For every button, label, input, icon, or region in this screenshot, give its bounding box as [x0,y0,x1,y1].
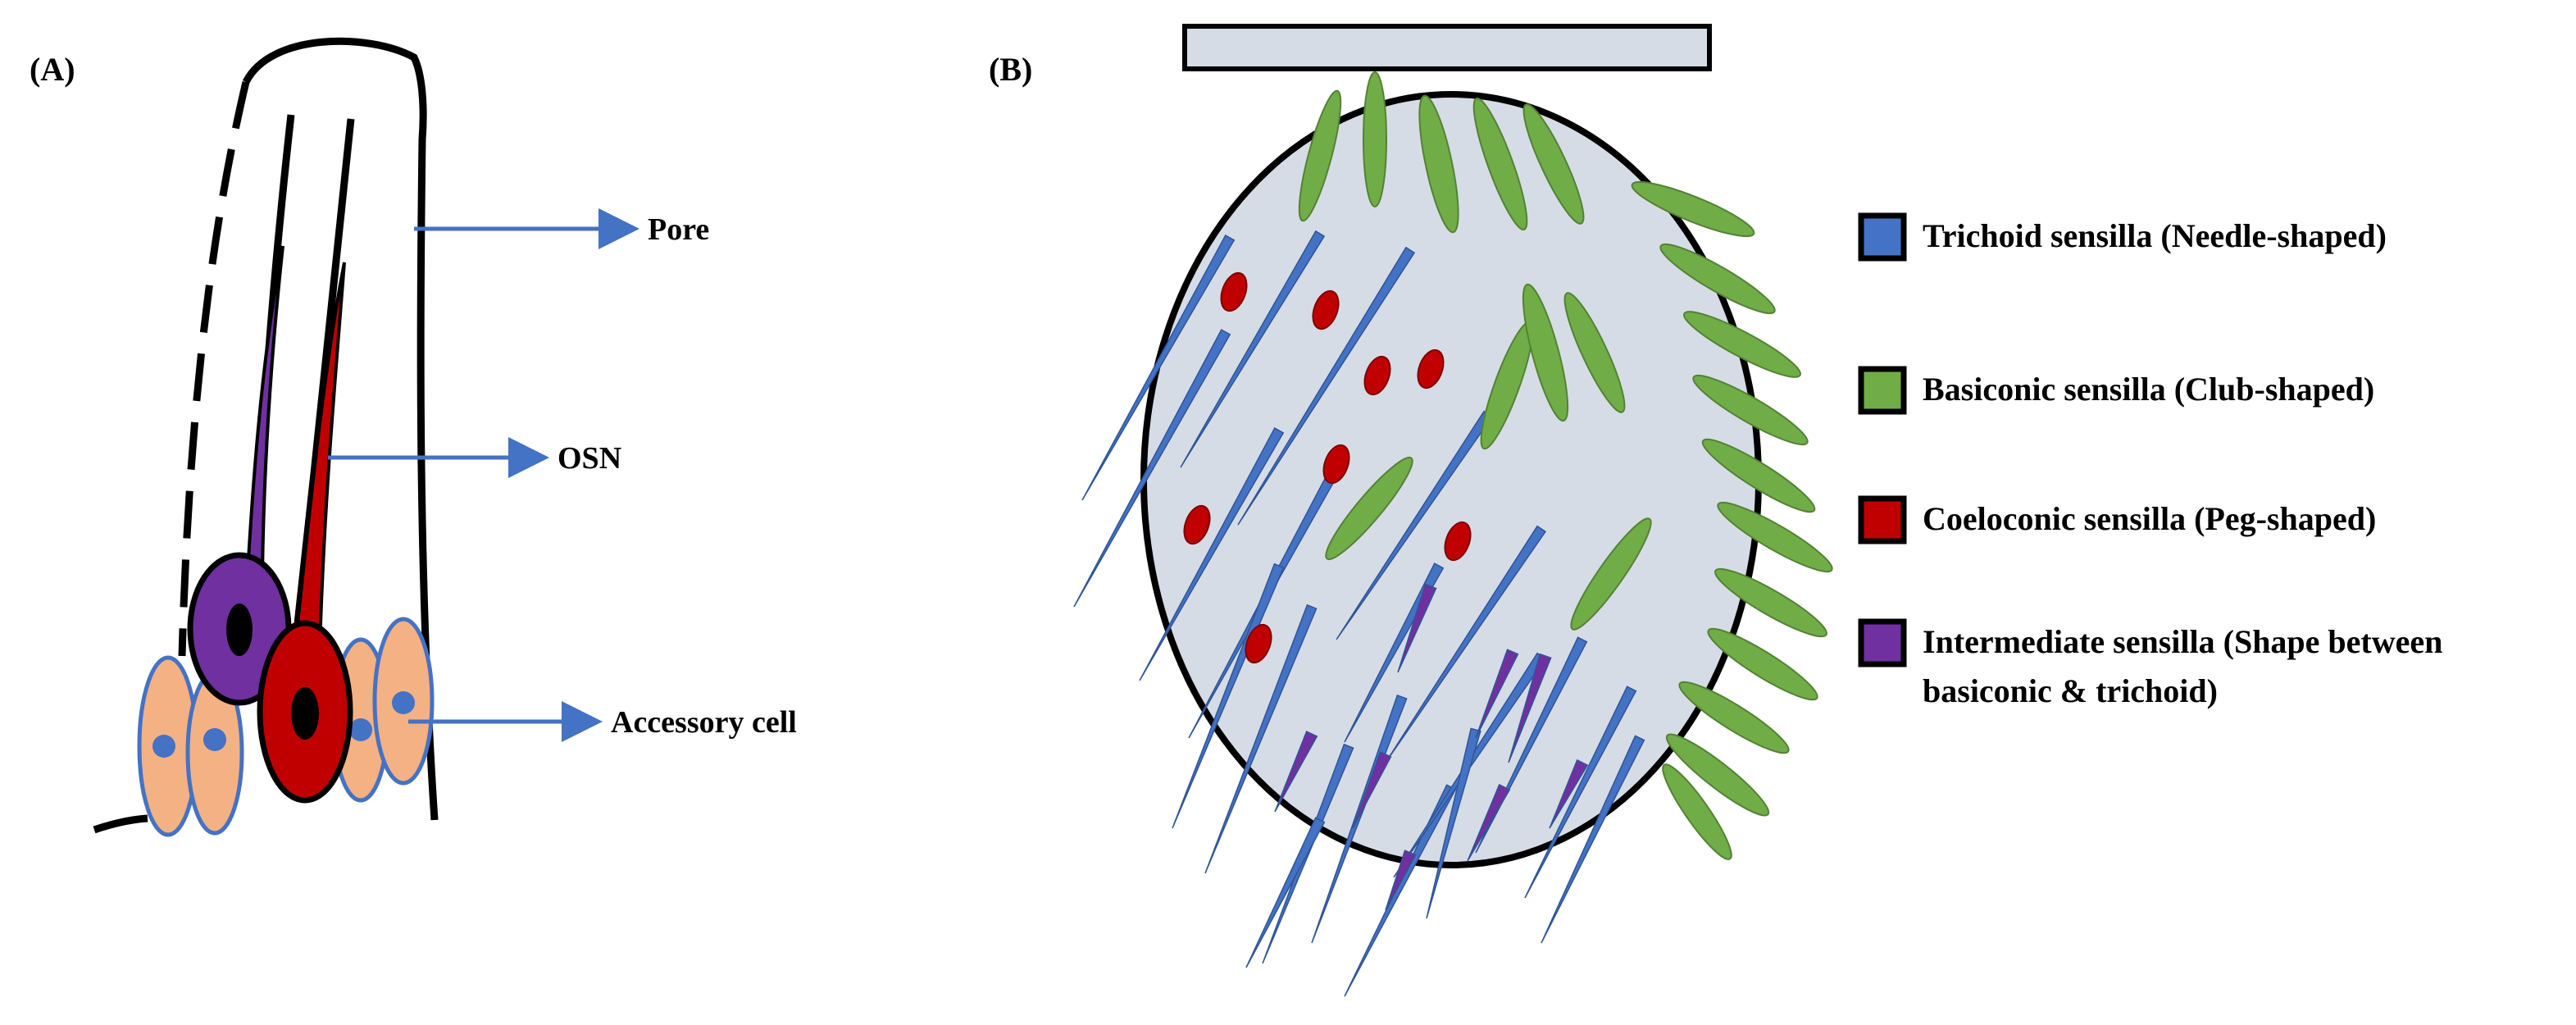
trichoid-sensillum [1385,525,1547,763]
accessory-label: Accessory cell [611,705,797,740]
legend-swatch [1858,618,1907,667]
legend-label: Intermediate sensilla (Shape between [1923,623,2442,660]
legend-label: Basiconic sensilla (Club-shaped) [1923,371,2374,408]
legend-label: Coeloconic sensilla (Peg-shaped) [1923,500,2376,537]
intermediate-sensillum [1549,758,1589,829]
trichoid-sensillum [1081,235,1236,501]
basiconic-sensillum [1522,103,1585,225]
intermediate-sensillum [1397,583,1437,673]
basiconic-sensillum [1662,763,1732,860]
basiconic-sensillum [1631,180,1755,238]
panel-a: (A) Pore OSN Accessory cell [30,37,797,837]
basiconic-sensillum [1692,374,1809,446]
legend-label: Trichoid sensilla (Needle-shaped) [1923,217,2387,254]
sensillum-wall-left-dashed [178,80,250,657]
accessory-nucleus [203,728,226,751]
red-neuron-nucleus [291,687,319,740]
basiconic-sensillum [1701,438,1816,513]
legend-swatch [1858,366,1907,415]
trichoid-sensillum [1524,686,1637,899]
trichoid-sensillum [1204,604,1318,874]
basiconic-sensillum [1707,627,1818,701]
basiconic-sensillum [1472,97,1528,231]
basiconic-sensillum [1678,681,1790,754]
accessory-nucleus [152,735,175,758]
trichoid-sensillum [1139,427,1285,681]
legend-label-line2: basiconic & trichoid) [1923,672,2218,709]
basiconic-sensillum [1563,292,1626,413]
trichoid-sensillum [1180,230,1326,468]
sensillum-wall-outer [242,37,439,821]
basiconic-sensillum [1717,501,1833,573]
pore-label: Pore [648,212,709,247]
basiconic-sensillum [1659,243,1776,315]
trichoid-sensillum [1541,735,1645,944]
legend-item: Basiconic sensilla (Club-shaped) [1858,366,2374,415]
coeloconic-sensillum [1444,521,1472,562]
coeloconic-sensillum [1183,504,1211,545]
legend-swatch [1858,212,1907,262]
purple-dendrite [245,245,284,576]
basiconic-sensillum [1665,733,1770,817]
antenna-top-bar [1182,24,1712,71]
panel-a-label: (A) [30,51,75,88]
legend-item: Intermediate sensilla (Shape between basi… [1858,618,2442,709]
accessory-nucleus [392,691,415,714]
coeloconic-sensillum [1245,623,1272,664]
panel-b-label: (B) [989,51,1032,88]
sensillum-base-left [93,814,148,834]
red-dendrite [293,262,346,649]
intermediate-sensillum [1475,649,1519,739]
trichoid-sensillum [1073,329,1231,608]
intermediate-sensillum [1385,850,1417,911]
basiconic-sensillum [1683,311,1801,378]
osn-label: OSN [558,441,621,476]
legend-item: Trichoid sensilla (Needle-shaped) [1858,212,2387,262]
intermediate-sensillum [1352,751,1392,829]
purple-neuron-nucleus [226,604,253,656]
basiconic-sensillum [1325,456,1413,561]
sensilla-layer [1073,71,1833,997]
coeloconic-sensillum [1220,271,1248,312]
trichoid-sensillum [1426,727,1481,919]
basiconic-sensillum [1418,94,1459,234]
legend-swatch [1858,495,1907,544]
panel-b: (B) Trichoid sensilla (Needle-shaped) Bas… [989,24,2442,997]
trichoid-sensillum [1237,246,1416,526]
coeloconic-sensillum [1363,355,1391,396]
accessory-nucleus [349,718,372,741]
intermediate-sensillum [1274,730,1318,813]
coeloconic-sensillum [1417,348,1445,390]
trichoid-sensillum [1245,817,1326,968]
basiconic-sensillum [1522,283,1569,422]
basiconic-sensillum [1570,517,1652,631]
coeloconic-sensillum [1312,289,1340,330]
basiconic-sensillum [1714,567,1827,638]
basiconic-sensillum [1298,89,1342,222]
basiconic-sensillum [1363,71,1387,207]
legend-item: Coeloconic sensilla (Peg-shaped) [1858,495,2376,544]
intermediate-sensillum [1508,653,1552,763]
coeloconic-sensillum [1322,444,1350,485]
intermediate-sensillum [1467,783,1511,862]
legend: Trichoid sensilla (Needle-shaped) Basicon… [1858,212,2442,709]
